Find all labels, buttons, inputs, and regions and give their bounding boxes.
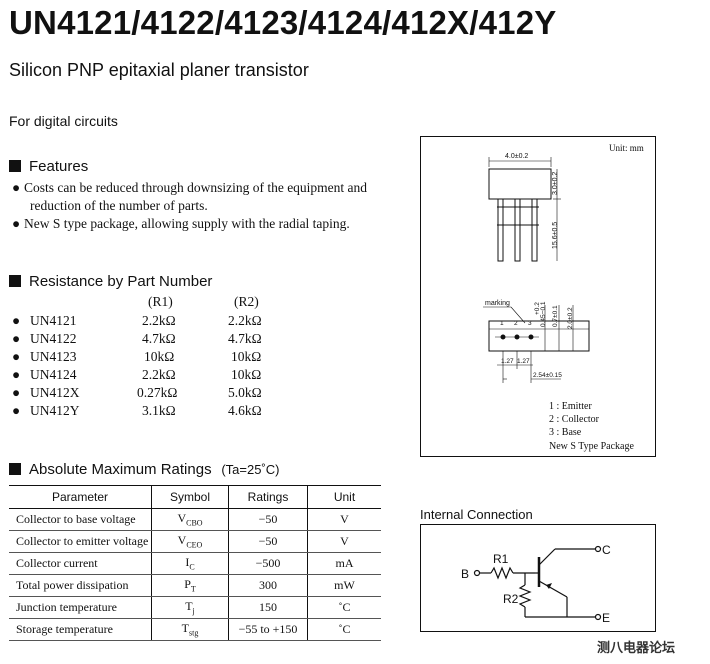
ratings-heading: Absolute Maximum Ratings (Ta=25˚C) [9, 461, 280, 479]
dim-pitch: 1.27 [501, 358, 514, 365]
page-title: UN4121/4122/4123/4124/412X/412Y [9, 4, 557, 41]
table-header-row: Parameter Symbol Ratings Unit [9, 485, 381, 509]
internal-connection-heading: Internal Connection [420, 507, 533, 522]
resistance-heading: Resistance by Part Number [9, 273, 212, 290]
bullet-icon: ● [12, 385, 21, 400]
legend-collector: 2 : Collector [549, 414, 600, 425]
dim-a2: 0.45−0.1 [540, 301, 547, 327]
column-header: Parameter [9, 485, 152, 509]
dim-c: 2.0±0.2 [567, 307, 574, 329]
internal-connection-diagram: B C E R1 R2 [461, 543, 611, 625]
marking-label: marking [485, 300, 510, 307]
page-subtitle: Silicon PNP epitaxial planer transistor [9, 60, 309, 80]
legend-base: 3 : Base [549, 427, 582, 438]
dim-a: +0.2 [534, 302, 541, 315]
legend-package: New S Type Package [549, 441, 634, 452]
package-drawing: Unit: mm 4.0±0.2 3.0±0.2 15.6±0.5 markin… [483, 143, 644, 452]
terminal-e: E [602, 611, 610, 625]
symbol-cell: VCEO [151, 530, 229, 553]
section-square-icon [9, 463, 21, 475]
label-r1: R1 [493, 552, 509, 566]
pin-number: 2 [514, 320, 518, 327]
legend-emitter: 1 : Emitter [549, 401, 592, 412]
table-row: Collector to base voltage VCBO −50 V [9, 508, 381, 531]
r1-column-header: (R1) [148, 294, 173, 309]
bullet-icon: ● [12, 349, 21, 364]
table-row: Collector current IC −500 mA [9, 552, 381, 575]
table-row: Storage temperature Tstg −55 to +150 ˚C [9, 618, 381, 641]
section-square-icon [9, 275, 21, 287]
symbol-cell: Tstg [151, 618, 229, 641]
terminal-b: B [461, 567, 469, 581]
symbol-cell: PT [151, 574, 229, 597]
label-r2: R2 [503, 592, 519, 606]
bullet-icon: ● [12, 367, 21, 382]
dim-pitch: 1.27 [517, 358, 530, 365]
application-note: For digital circuits [9, 113, 118, 129]
column-header: Ratings [228, 485, 308, 509]
bullet-icon: ● [12, 216, 21, 231]
column-header: Unit [307, 485, 381, 509]
bullet-icon: ● [12, 313, 21, 328]
features-list: ●Costs can be reduced through downsizing… [12, 179, 367, 233]
table-row: Total power dissipation PT 300 mW [9, 574, 381, 597]
dim-lead: 15.6±0.5 [552, 222, 559, 249]
table-row: Collector to emitter voltage VCEO −50 V [9, 530, 381, 553]
column-header: Symbol [151, 485, 229, 509]
symbol-cell: VCBO [151, 508, 229, 531]
dim-span: 2.54±0.15 [533, 372, 562, 379]
bullet-icon: ● [12, 331, 21, 346]
bullet-icon: ● [12, 180, 21, 195]
package-drawing-box: Unit: mm 4.0±0.2 3.0±0.2 15.6±0.5 markin… [420, 136, 656, 457]
terminal-c: C [602, 543, 611, 557]
feature-item: ●Costs can be reduced through downsizing… [12, 180, 368, 195]
section-square-icon [9, 160, 21, 172]
bullet-icon: ● [12, 403, 21, 418]
pin-number: 1 [500, 320, 504, 327]
dim-height: 3.0±0.2 [552, 172, 559, 195]
symbol-cell: IC [151, 552, 229, 575]
dim-b: 0.7±0.1 [552, 305, 559, 327]
feature-item: ●New S type package, allowing supply wit… [12, 216, 350, 231]
features-heading: Features [9, 158, 88, 175]
watermark-logo: 测八电器论坛 [597, 641, 676, 656]
dim-width: 4.0±0.2 [505, 153, 528, 160]
pin-number: 3 [528, 320, 532, 327]
table-row: Junction temperature Tj 150 ˚C [9, 596, 381, 619]
unit-label: Unit: mm [609, 143, 644, 153]
internal-connection-box: B C E R1 R2 [420, 524, 656, 632]
feature-item-cont: reduction of the number of parts. [30, 198, 208, 213]
r2-column-header: (R2) [234, 294, 259, 309]
ratings-table: Parameter Symbol Ratings Unit Collector … [9, 485, 381, 641]
symbol-cell: Tj [151, 596, 229, 619]
